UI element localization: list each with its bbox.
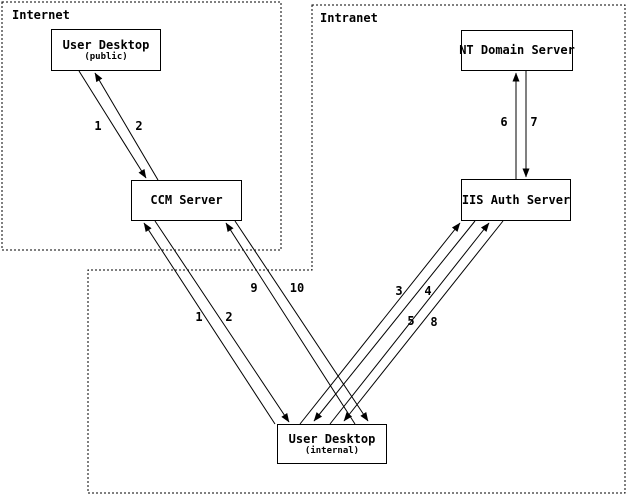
edge-label-internal-iis-b-response: 8 [430,315,438,329]
edge-public-ccm-response-line [94,72,159,181]
edge-label-internal-ccm-b-response: 10 [289,281,305,295]
edge-label-internal-iis-a-response: 4 [424,284,432,298]
internet-zone-border [1,1,282,251]
edge-internal-ccm-a-request-line [143,222,276,425]
node-user-desktop-internal-title: User Desktop [288,431,376,446]
edge-label-internal-ccm-a-response: 2 [225,310,233,324]
node-user-desktop-public-title: User Desktop [62,37,150,52]
edge-internal-iis-b-request-line [329,222,490,425]
edge-internal-ccm-b-request-line [225,222,356,425]
edge-label-public-ccm-response: 2 [135,119,143,133]
edge-label-iis-nt-request: 6 [500,115,508,129]
node-user-desktop-internal: User Desktop (internal) [277,424,387,464]
node-ccm-server: CCM Server [131,180,242,221]
edge-internal-iis-a-response-line [313,220,476,422]
edge-internal-ccm-b-response-line [234,220,369,422]
edge-internal-iis-a-request-line [299,222,461,425]
edge-internal-ccm-a-response-line [154,220,290,423]
edge-public-ccm-request-line [78,70,147,179]
edge-label-iis-nt-response: 7 [530,115,538,129]
node-nt-domain-server-title: NT Domain Server [459,43,575,57]
edge-label-public-ccm-request: 1 [94,119,102,133]
node-user-desktop-internal-subtitle: (internal) [304,445,360,456]
node-iis-auth-server: IIS Auth Server [461,179,571,221]
intranet-zone-label: Intranet [320,11,378,25]
edge-label-internal-ccm-a-request: 1 [195,310,203,324]
node-user-desktop-public: User Desktop (public) [51,29,161,71]
edge-label-internal-iis-b-request: 5 [407,314,415,328]
node-ccm-server-title: CCM Server [150,193,223,207]
edge-internal-iis-b-response-line [343,220,504,422]
intranet-zone-border [87,4,626,494]
node-user-desktop-public-subtitle: (public) [84,51,128,62]
node-nt-domain-server: NT Domain Server [459,30,575,71]
edge-label-internal-ccm-b-request: 9 [250,281,258,295]
edge-label-internal-iis-a-request: 3 [395,284,403,298]
node-iis-auth-server-title: IIS Auth Server [461,192,571,207]
internet-zone-label: Internet [12,8,70,22]
